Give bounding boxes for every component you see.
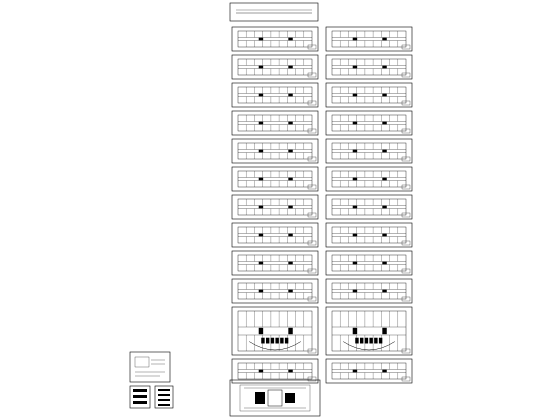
legend-panel-bottom: [129, 385, 174, 409]
right-sheet-12: [325, 358, 413, 384]
left-sheet-9: [231, 250, 319, 276]
top-title-strip: [229, 2, 319, 22]
left-sheet-6: [231, 166, 319, 192]
right-sheet-10: [325, 278, 413, 304]
left-sheet-8: [231, 222, 319, 248]
left-sheet-11: [231, 306, 319, 356]
legend-panel-top: [129, 351, 171, 383]
right-sheet-4: [325, 110, 413, 136]
left-sheet-1: [231, 26, 319, 52]
right-sheet-8: [325, 222, 413, 248]
right-sheet-3: [325, 82, 413, 108]
left-sheet-4: [231, 110, 319, 136]
right-sheet-6: [325, 166, 413, 192]
left-sheet-7: [231, 194, 319, 220]
right-sheet-9: [325, 250, 413, 276]
left-sheet-12: [231, 358, 319, 384]
left-sheet-10: [231, 278, 319, 304]
right-sheet-7: [325, 194, 413, 220]
right-sheet-1: [325, 26, 413, 52]
left-sheet-3: [231, 82, 319, 108]
site-plan-sheet: [229, 379, 321, 417]
right-column-sheets: [325, 26, 413, 384]
right-sheet-11: [325, 306, 413, 356]
left-column-sheets: [231, 26, 319, 384]
left-sheet-5: [231, 138, 319, 164]
left-sheet-2: [231, 54, 319, 80]
right-sheet-2: [325, 54, 413, 80]
right-sheet-5: [325, 138, 413, 164]
